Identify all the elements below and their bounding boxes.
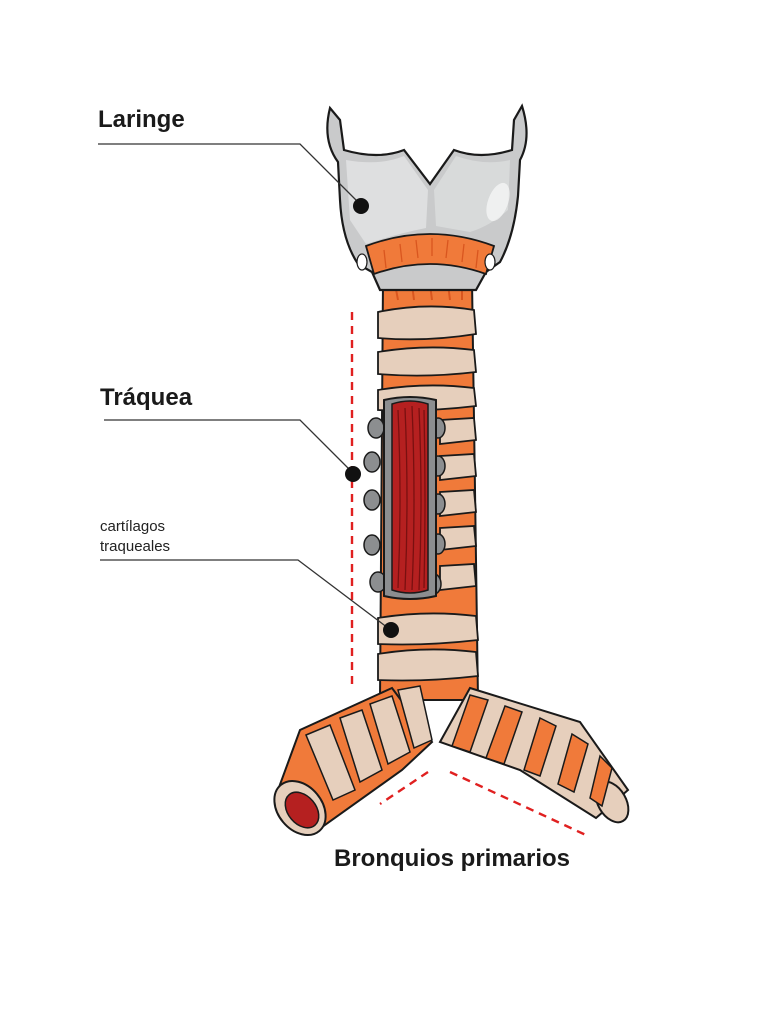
dashed-guides bbox=[350, 312, 589, 838]
right-bronchus-rings bbox=[451, 694, 613, 808]
trachea-pointer-dot bbox=[345, 466, 361, 482]
trachea-label: Tráquea bbox=[100, 384, 193, 411]
larynx-label: Laringe bbox=[98, 106, 185, 133]
larynx bbox=[326, 103, 528, 292]
larynx-pointer-dot bbox=[353, 198, 369, 214]
tracheal-rings bbox=[377, 305, 479, 682]
right-bronchus-guide bbox=[449, 770, 589, 838]
cartilage-label-line2: traqueales bbox=[100, 538, 170, 555]
cartilage-leader bbox=[100, 559, 389, 629]
cartilage-pointer-dot bbox=[383, 622, 399, 638]
leader-lines bbox=[98, 143, 389, 629]
pointer-dots bbox=[345, 198, 399, 638]
bronchi-label: Bronquios primarios bbox=[334, 845, 570, 872]
trachea-lumen bbox=[391, 400, 429, 594]
trachea-cutaway bbox=[363, 396, 446, 600]
left-bronchus-guide bbox=[379, 771, 429, 805]
cartilage-label-line1: cartílagos bbox=[100, 518, 165, 535]
trachea-leader bbox=[104, 419, 353, 473]
left-bronchus-rings bbox=[305, 685, 433, 802]
larynx-leader bbox=[98, 143, 361, 205]
